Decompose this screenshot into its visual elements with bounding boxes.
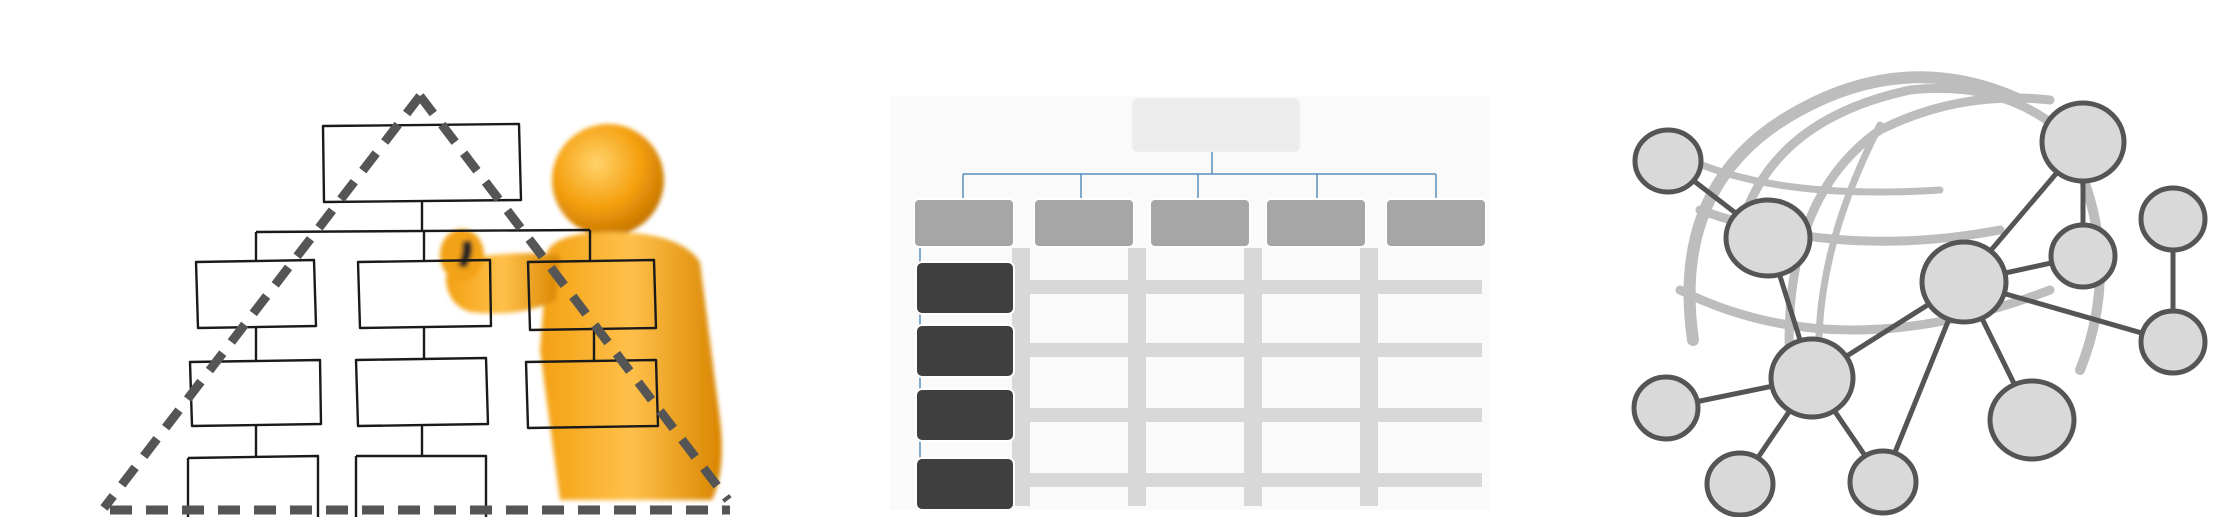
- globe-network-icon: [1631, 71, 2208, 517]
- grid-column-bar: [1012, 248, 1030, 506]
- network-node: [1632, 127, 1704, 195]
- network-node: [1723, 197, 1813, 279]
- network-node: [1631, 374, 1701, 442]
- network-node: [1987, 378, 2077, 462]
- grid-column-bar: [1128, 248, 1146, 506]
- org-box: [356, 258, 493, 330]
- matrix-grid-icon: [890, 96, 1490, 511]
- matrix-top-box: [1131, 97, 1301, 153]
- network-nodes: [1631, 100, 2208, 517]
- org-box: [188, 358, 323, 428]
- network-node: [1919, 239, 2009, 325]
- grid-row-bar: [1010, 473, 1482, 487]
- matrix-org-chart-panel: [860, 0, 1520, 517]
- matrix-row-box: [915, 261, 1015, 315]
- matrix-header-box: [1385, 198, 1487, 248]
- grid-column-bar: [1244, 248, 1262, 506]
- org-box: [356, 454, 488, 517]
- org-chart-connectors: [254, 202, 596, 458]
- matrix-row-box: [915, 324, 1015, 378]
- grid-row-bar: [1010, 280, 1482, 294]
- network-globe-panel: [1580, 0, 2222, 517]
- org-box: [526, 258, 658, 332]
- matrix-row-box: [915, 388, 1015, 442]
- network-node: [2138, 185, 2208, 253]
- matrix-header-box: [1149, 198, 1251, 248]
- org-box: [187, 454, 320, 517]
- matrix-grid-bars: [1010, 248, 1482, 506]
- dashed-triangle: [100, 93, 732, 515]
- matrix-header-box: [1265, 198, 1367, 248]
- matrix-header-box: [1033, 198, 1135, 248]
- grid-row-bar: [1010, 343, 1482, 357]
- network-node: [1847, 448, 1919, 516]
- matrix-header-box: [913, 198, 1015, 248]
- network-node: [2138, 308, 2208, 376]
- org-box: [194, 258, 318, 330]
- network-node: [1768, 336, 1856, 420]
- matrix-header-boxes: [913, 198, 1487, 248]
- org-chart-sketch-icon: [100, 93, 732, 517]
- matrix-row-box: [915, 457, 1015, 511]
- org-box: [524, 358, 660, 430]
- grid-row-bar: [1010, 408, 1482, 422]
- matrix-row-boxes: [915, 261, 1015, 511]
- hierarchy-sketch-panel: [0, 0, 780, 517]
- network-node: [1704, 450, 1776, 517]
- network-node: [2039, 100, 2127, 184]
- org-box: [354, 356, 490, 428]
- network-node: [2048, 222, 2118, 290]
- org-chart-boxes: [186, 122, 660, 517]
- org-box-top: [321, 122, 523, 204]
- grid-column-bar: [1360, 248, 1378, 506]
